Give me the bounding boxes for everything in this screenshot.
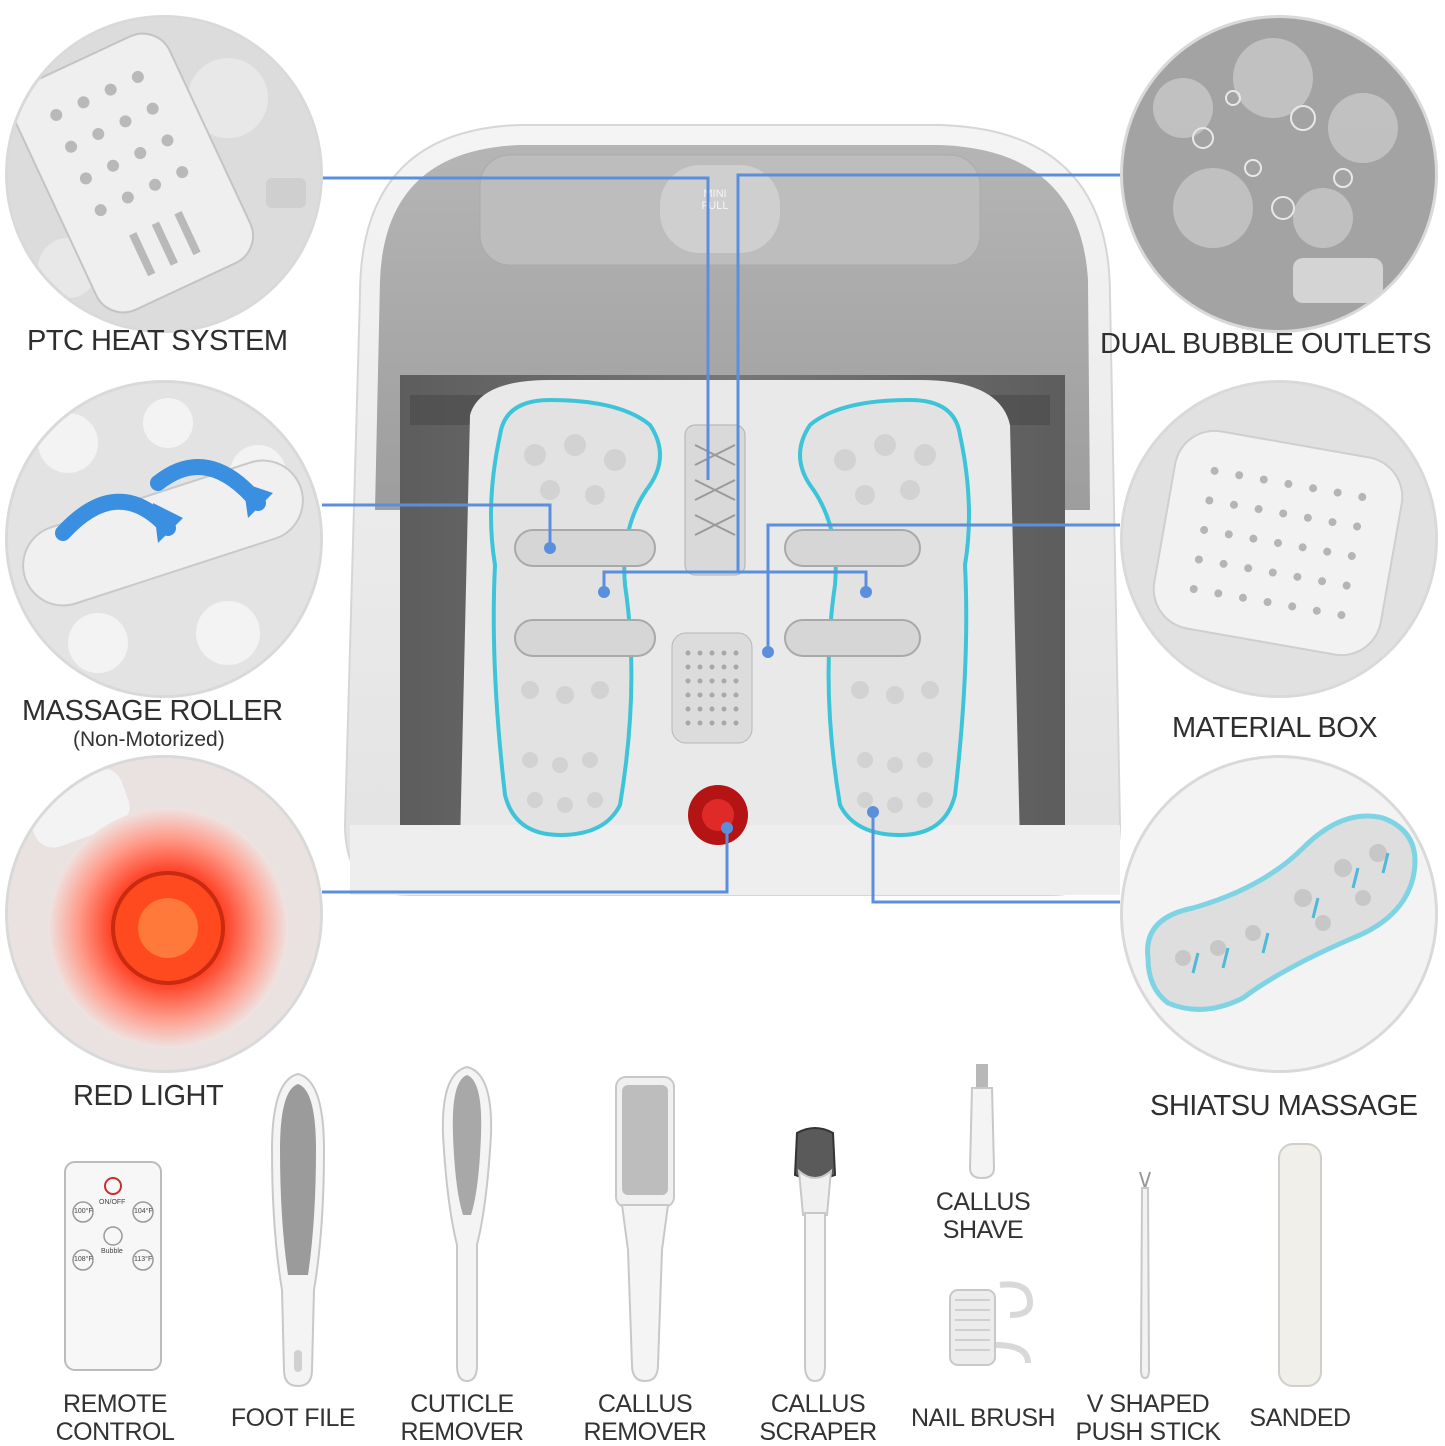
callus-shave-label: CALLUS SHAVE xyxy=(913,1188,1053,1244)
massage-roller-zoom xyxy=(5,380,323,698)
red-light-label: RED LIGHT xyxy=(73,1080,224,1112)
cuticle-remover-label: CUTICLE REMOVER xyxy=(392,1390,532,1446)
ptc-heat-label: PTC HEAT SYSTEM xyxy=(27,325,288,357)
callus-shave xyxy=(968,1064,996,1180)
sanded-label: SANDED xyxy=(1249,1404,1351,1432)
nail-brush-label: NAIL BRUSH xyxy=(910,1404,1056,1432)
sanded-file xyxy=(1278,1143,1322,1387)
remote-control: ON/OFF 100°F 104°F Bubble 108°F 113°F xyxy=(63,1160,163,1372)
remote-t3: 108°F xyxy=(74,1256,93,1263)
callus-scraper-line1: CALLUS xyxy=(770,1390,866,1418)
shiatsu-zoom xyxy=(1120,755,1438,1073)
foot-file-label: FOOT FILE xyxy=(230,1404,356,1432)
ptc-heat-zoom xyxy=(5,15,323,333)
massage-roller-note: (Non-Motorized) xyxy=(73,728,225,751)
nail-brush xyxy=(949,1281,1034,1366)
callus-scraper xyxy=(793,1127,837,1383)
material-box-zoom xyxy=(1120,380,1438,698)
v-push-stick-label: V SHAPED PUSH STICK xyxy=(1068,1390,1228,1446)
remote-t4: 113°F xyxy=(134,1256,153,1263)
remote-power-label: ON/OFF xyxy=(99,1199,126,1206)
callus-shave-line2: SHAVE xyxy=(942,1216,1024,1244)
callus-remover-line1: CALLUS xyxy=(597,1390,693,1418)
massage-roller-label: MASSAGE ROLLER xyxy=(22,695,283,727)
cuticle-remover-line1: CUTICLE xyxy=(410,1390,514,1418)
bubble-outlets-label: DUAL BUBBLE OUTLETS xyxy=(1100,328,1432,360)
remote-label-line1: REMOTE xyxy=(63,1390,167,1418)
foot-spa-tub xyxy=(320,105,1140,905)
v-push-stick-line2: PUSH STICK xyxy=(1075,1418,1221,1446)
remote-label-line2: CONTROL xyxy=(55,1418,175,1446)
cuticle-remover xyxy=(441,1065,493,1383)
remote-bubble: Bubble xyxy=(101,1248,123,1255)
callus-remover xyxy=(615,1076,675,1383)
shiatsu-label: SHIATSU MASSAGE xyxy=(1150,1090,1418,1122)
foot-file xyxy=(270,1072,326,1388)
remote-t2: 104°F xyxy=(134,1208,153,1215)
material-box-label: MATERIAL BOX xyxy=(1172,712,1378,744)
callus-remover-label: CALLUS REMOVER xyxy=(575,1390,715,1446)
remote-label: REMOTE CONTROL xyxy=(45,1390,185,1446)
cuticle-remover-line2: REMOVER xyxy=(400,1418,524,1446)
v-push-stick-line1: V SHAPED xyxy=(1086,1390,1210,1418)
remote-t1: 100°F xyxy=(74,1208,93,1215)
callus-scraper-label: CALLUS SCRAPER xyxy=(748,1390,888,1446)
red-light-zoom xyxy=(5,755,323,1073)
callus-scraper-line2: SCRAPER xyxy=(759,1418,877,1446)
callus-shave-line1: CALLUS xyxy=(935,1188,1031,1216)
v-push-stick xyxy=(1139,1171,1151,1380)
callus-remover-line2: REMOVER xyxy=(583,1418,707,1446)
bubble-outlets-zoom xyxy=(1120,15,1438,333)
